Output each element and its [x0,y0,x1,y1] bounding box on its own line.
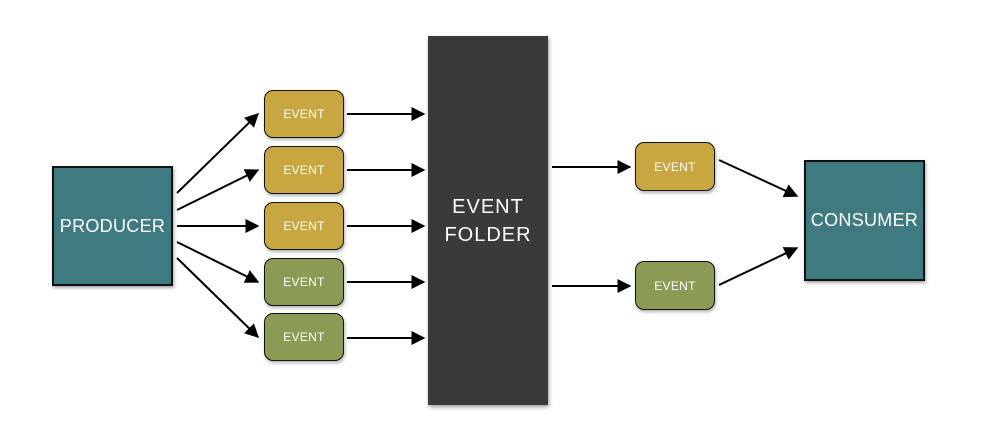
incoming-event-4: EVENT [264,258,344,306]
event-label: EVENT [654,278,696,293]
event-label: EVENT [283,107,325,121]
incoming-event-1: EVENT [264,90,344,138]
arrow-producer-to-event-4 [176,241,260,283]
producer-label: PRODUCER [59,215,166,236]
event-label: EVENT [283,275,325,289]
outgoing-event-2: EVENT [635,261,715,310]
arrow-out-event-2-to-consumer [718,247,799,286]
consumer-node: CONSUMER [804,160,925,281]
folder-label-line-2: FOLDER [444,223,532,246]
event-label: EVENT [283,219,325,233]
incoming-event-5: EVENT [264,313,344,361]
folder-label-line-1: EVENT [452,195,524,218]
outgoing-event-1: EVENT [635,142,715,191]
event-label: EVENT [283,330,325,344]
producer-node: PRODUCER [52,166,173,286]
incoming-event-3: EVENT [264,202,344,250]
consumer-label: CONSUMER [810,210,919,230]
arrow-producer-to-event-5 [176,257,260,338]
arrow-out-event-1-to-consumer [718,159,799,198]
event-label: EVENT [283,163,325,177]
event-folder-node: EVENT FOLDER [428,36,548,405]
arrow-producer-to-event-1 [176,113,260,194]
event-label: EVENT [654,159,696,174]
incoming-event-2: EVENT [264,146,344,194]
arrow-producer-to-event-2 [176,169,260,211]
